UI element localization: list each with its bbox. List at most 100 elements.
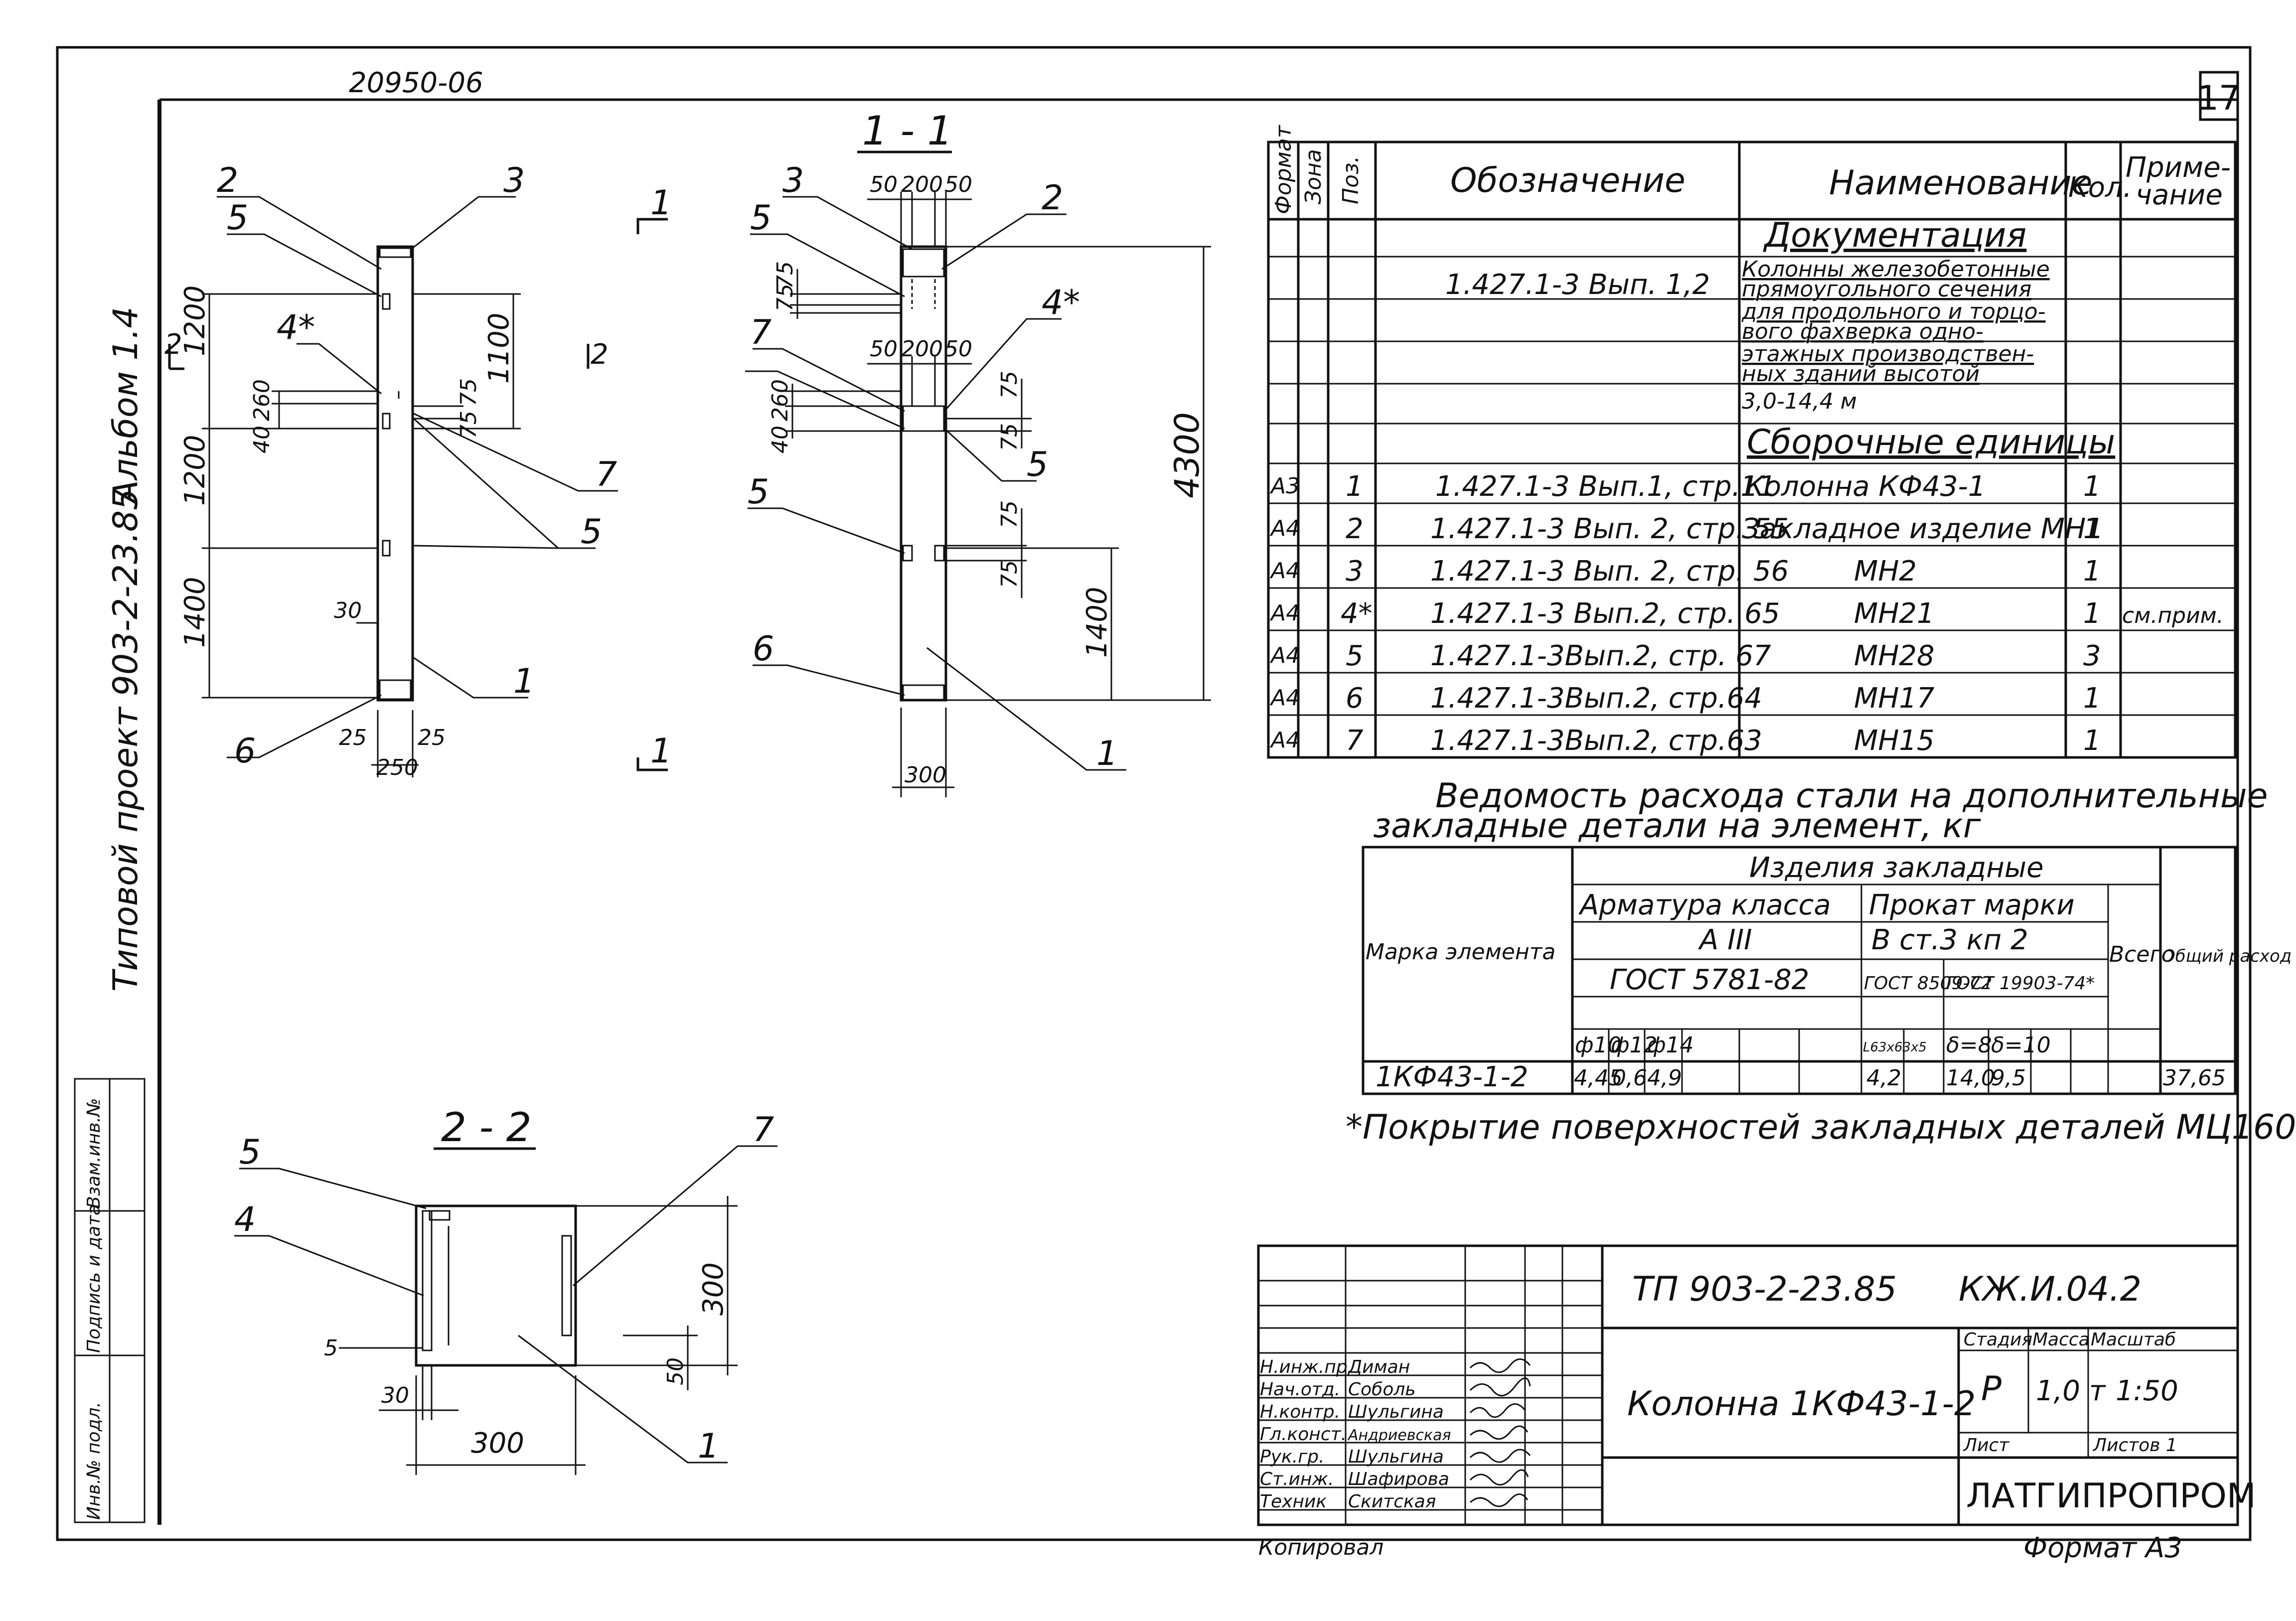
s11-dim-300: 300 (905, 762, 946, 788)
outer-frame (56, 46, 2252, 1541)
binding-replace: Взам.инв.№ (84, 1098, 104, 1208)
name-2: Шульгина (1348, 1402, 1444, 1422)
spec-row6-qty: 1 (2083, 682, 2101, 715)
steel-row-mark: 1КФ43-1-2 (1376, 1061, 1529, 1093)
elev-dim-30: 30 (334, 598, 362, 623)
s11-pos-2: 2 (1042, 178, 1063, 218)
elev-pos-4star: 4* (277, 308, 315, 347)
spec-row5-name: МН28 (1854, 640, 1935, 672)
stage-header: Стадия (1964, 1329, 2032, 1350)
s11-dim-1400: 1400 (1081, 587, 1113, 658)
title-block: Н.инж.пр. Диман Нач.отд. Соболь Н.контр.… (1257, 1244, 2256, 1564)
spec-row7-des: 1.427.1-3Вып.2, стр.63 (1430, 725, 1762, 757)
spec-row6-name: МН17 (1854, 682, 1935, 715)
steel-h-vst: В ст.3 кп 2 (1871, 924, 2028, 956)
steel-h-total: Всего (2109, 942, 2174, 967)
role-0: Н.инж.пр. (1260, 1357, 1353, 1377)
s11-pos-5b: 5 (1027, 445, 1048, 484)
s22-pos-5: 5 (239, 1133, 261, 1172)
spec-row: А4 4* 1.427.1-3 Вып.2, стр. 65 МН21 1 см… (1269, 597, 2224, 630)
sheet-number-box (2199, 71, 2239, 121)
role-5: Ст.инж. (1260, 1469, 1334, 1489)
elevation-view: 1200 1100 40 260 75 75 1200 1400 30 25 2… (164, 161, 672, 780)
doc-code: КЖ.И.04.2 (1959, 1270, 2142, 1309)
steel-title-2: закладные детали на элемент, кг (1373, 806, 1982, 846)
spec-row3-fmt: А4 (1269, 558, 1300, 584)
spec-row3-des: 1.427.1-3 Вып. 2, стр. 56 (1430, 555, 1789, 588)
mass-value: 1,0 т (2036, 1375, 2106, 1407)
section-2-2-title: 2 - 2 (441, 1104, 532, 1151)
s22-dim-300v: 300 (697, 1262, 730, 1316)
name-6: Скитская (1348, 1491, 1436, 1512)
steel-row-d10: 4,45 (1574, 1065, 1623, 1091)
s22-dim-30: 30 (381, 1383, 409, 1408)
spec-row2-pos: 2 (1346, 513, 1364, 545)
role-1: Нач.отд. (1260, 1379, 1340, 1400)
s22-pos-7: 7 (753, 1110, 774, 1150)
s11-dim-75b: 75 (772, 284, 798, 311)
s22-dim-5: 5 (324, 1335, 338, 1361)
mass-header: Масса (2032, 1329, 2090, 1350)
spec-doc-name-3: вого фахверка одно- (1742, 319, 1984, 344)
elev-dim-1100: 1100 (483, 312, 515, 384)
s11-dim-50b: 50 (944, 172, 972, 197)
elev-dim-25b: 25 (418, 725, 446, 750)
steel-h-rolled: Прокат марки (1869, 889, 2075, 921)
elev-pos-7: 7 (596, 455, 617, 494)
spec-h-qty: Кол. (2068, 171, 2132, 204)
spec-row: А4 5 1.427.1-3Вып.2, стр. 67 МН28 3 (1269, 640, 2101, 672)
spec-row4-fmt: А4 (1269, 600, 1300, 626)
elev-pos-2: 2 (217, 161, 238, 200)
s11-dim-75c: 75 (997, 371, 1022, 399)
spec-h-note2: чание (2136, 179, 2223, 211)
elev-dim-40: 40 (249, 426, 275, 453)
spec-h-name: Наименование (1829, 163, 2092, 203)
binding-strip: Инв.№ подл. Подпись и дата Взам.инв.№ (74, 1078, 146, 1523)
steel-h-s8: δ=8 (1946, 1032, 1992, 1058)
s11-pos-4star: 4* (1042, 283, 1080, 322)
spec-row5-des: 1.427.1-3Вып.2, стр. 67 (1430, 640, 1771, 672)
s11-pos-5a: 5 (750, 198, 771, 238)
s11-dim-75a: 75 (772, 261, 798, 289)
s11-dim-50a: 50 (870, 172, 898, 197)
spec-row7-qty: 1 (2083, 725, 2101, 757)
steel-row-s8: 14,0 (1946, 1065, 1995, 1091)
s22-dim-50: 50 (663, 1357, 688, 1385)
s11-dim-75d: 75 (997, 423, 1022, 451)
cut-mark-1-top: 1 (650, 183, 672, 223)
spec-row1-qty: 1 (2083, 470, 2101, 503)
elev-pos-3: 3 (503, 161, 525, 200)
copied-by: Копировал (1258, 1535, 1383, 1560)
name-1: Соболь (1348, 1379, 1416, 1400)
spec-row1-name: Колонна КФ43-1 (1744, 470, 1986, 503)
steel-h-d12: ф12 (1611, 1032, 1658, 1058)
spec-doc-name-4: этажных производствен- (1742, 341, 2034, 367)
steel-h-d10: ф10 (1575, 1032, 1622, 1058)
elev-dim-260: 260 (249, 379, 275, 421)
s11-pos-5c: 5 (748, 472, 769, 512)
spec-row: А3 1 1.427.1-3 Вып.1, стр.11 Колонна КФ4… (1269, 470, 2101, 503)
elev-pos-6: 6 (234, 732, 256, 771)
spec-row2-qty: 1 (2083, 513, 2101, 545)
steel-h-overall: Общий расход (2162, 946, 2292, 966)
s22-pos-4: 4 (234, 1200, 256, 1239)
elev-dim-1200a: 1200 (179, 285, 211, 356)
spec-h-pos: Поз. (1338, 156, 1364, 204)
s11-pos-1: 1 (1096, 734, 1118, 773)
scale-header: Масштаб (2091, 1329, 2176, 1350)
binding-inv: Инв.№ подл. (84, 1402, 104, 1520)
s11-pos-6: 6 (753, 629, 774, 669)
spec-doc-name-5: ных зданий высотой (1742, 361, 1980, 387)
s11-dim-75e: 75 (997, 500, 1022, 528)
stage-value: Р (1981, 1369, 2001, 1409)
elev-dim-25a: 25 (339, 725, 367, 750)
spec-row4-qty: 1 (2083, 597, 2101, 630)
name-5: Шафирова (1348, 1469, 1449, 1489)
s22-dim-300h: 300 (471, 1427, 524, 1460)
spec-row5-qty: 3 (2083, 640, 2101, 672)
s11-dim-260: 260 (767, 379, 793, 421)
spec-row4-des: 1.427.1-3 Вып.2, стр. 65 (1430, 597, 1780, 630)
org-name: ЛАТГИПРОПРОМ (1966, 1476, 2256, 1516)
spec-row7-fmt: А4 (1269, 728, 1300, 753)
